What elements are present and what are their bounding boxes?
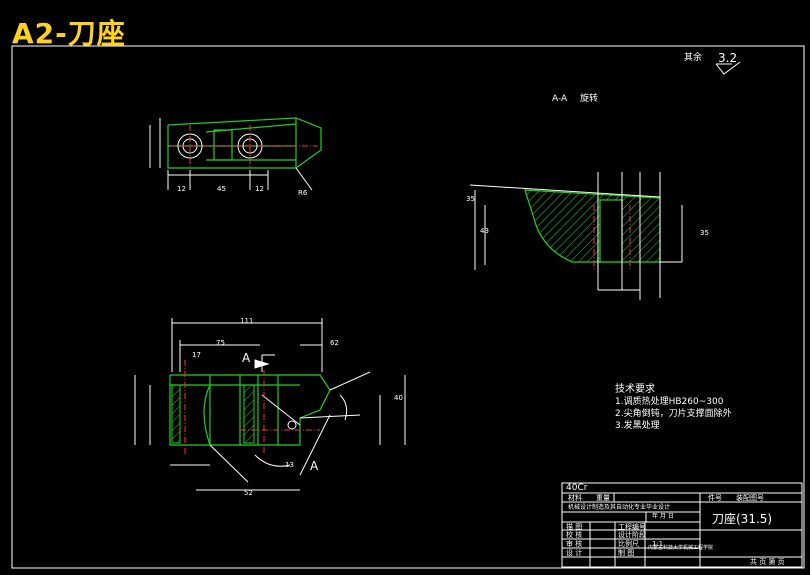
- row-role-1: 描 图: [566, 523, 583, 531]
- dim-bottom-6: 13: [285, 461, 294, 469]
- row-field-1: 工程编号: [618, 523, 646, 531]
- dim-bottom-2: 75: [216, 339, 225, 347]
- top-view: [149, 117, 322, 191]
- part-name: 刀座(31.5): [712, 512, 773, 526]
- dim-bottom-5: 40: [394, 394, 403, 402]
- tech-req-title: 技术要求: [615, 384, 655, 395]
- dim-section-2: 43: [480, 227, 489, 235]
- header-weight: 重量: [596, 494, 610, 502]
- dim-top-1: 12: [177, 185, 186, 193]
- dim-section-1: 35: [466, 195, 475, 203]
- view-marker-lower: A: [310, 459, 319, 473]
- header-part-no: 件号: [708, 494, 722, 502]
- dim-bottom-3: 62: [330, 339, 339, 347]
- date-label: 年 月 日: [652, 513, 674, 520]
- drawing-title: A2-刀座: [12, 17, 126, 50]
- tech-req-item-1: 1.调质热处理HB260~300: [615, 397, 724, 407]
- sheets-label: 共 页 第 页: [750, 558, 785, 566]
- dim-top-4: R6: [298, 189, 308, 197]
- title-block-frame: [561, 482, 803, 568]
- row-role-3: 审 核: [566, 540, 583, 548]
- surface-note-label: 其余: [684, 53, 703, 63]
- surface-roughness-icon: [715, 62, 741, 75]
- material-value: 40Cr: [566, 483, 588, 493]
- dim-top-2: 45: [217, 185, 226, 193]
- dim-top-3: 12: [255, 185, 264, 193]
- row-role-4: 设 计: [566, 549, 583, 557]
- row-field-4: 制 图: [618, 549, 635, 557]
- drawing-frame: [11, 45, 805, 569]
- section-view: [469, 172, 683, 300]
- view-marker-upper: A: [242, 351, 251, 365]
- section-label: A-A: [552, 94, 568, 104]
- row-role-2: 校 核: [566, 531, 583, 539]
- dim-section-3: 35: [700, 229, 709, 237]
- tech-req-item-2: 2.尖角倒钝，刀片支撑面除外: [615, 409, 732, 419]
- row-field-3: 比例尺: [618, 540, 639, 548]
- row-value-3: 1:1: [652, 540, 664, 548]
- tech-req-item-3: 3.发黑处理: [615, 421, 660, 431]
- dim-bottom-7: 52: [244, 489, 253, 497]
- row-field-2: 设计阶段: [618, 531, 646, 539]
- header-material: 材料: [568, 494, 582, 502]
- main-view: [134, 318, 406, 491]
- header-assembly-no: 装配图号: [736, 494, 764, 502]
- school-line: 机械设计制造及其自动化专业毕业设计: [568, 504, 671, 511]
- dim-bottom-4: 17: [192, 351, 201, 359]
- surface-note-value: 3.2: [718, 51, 738, 65]
- section-note: 旋转: [580, 94, 599, 104]
- institution: 内蒙古科技大学机械工程学院: [648, 545, 714, 551]
- dim-bottom-1: 111: [240, 317, 254, 325]
